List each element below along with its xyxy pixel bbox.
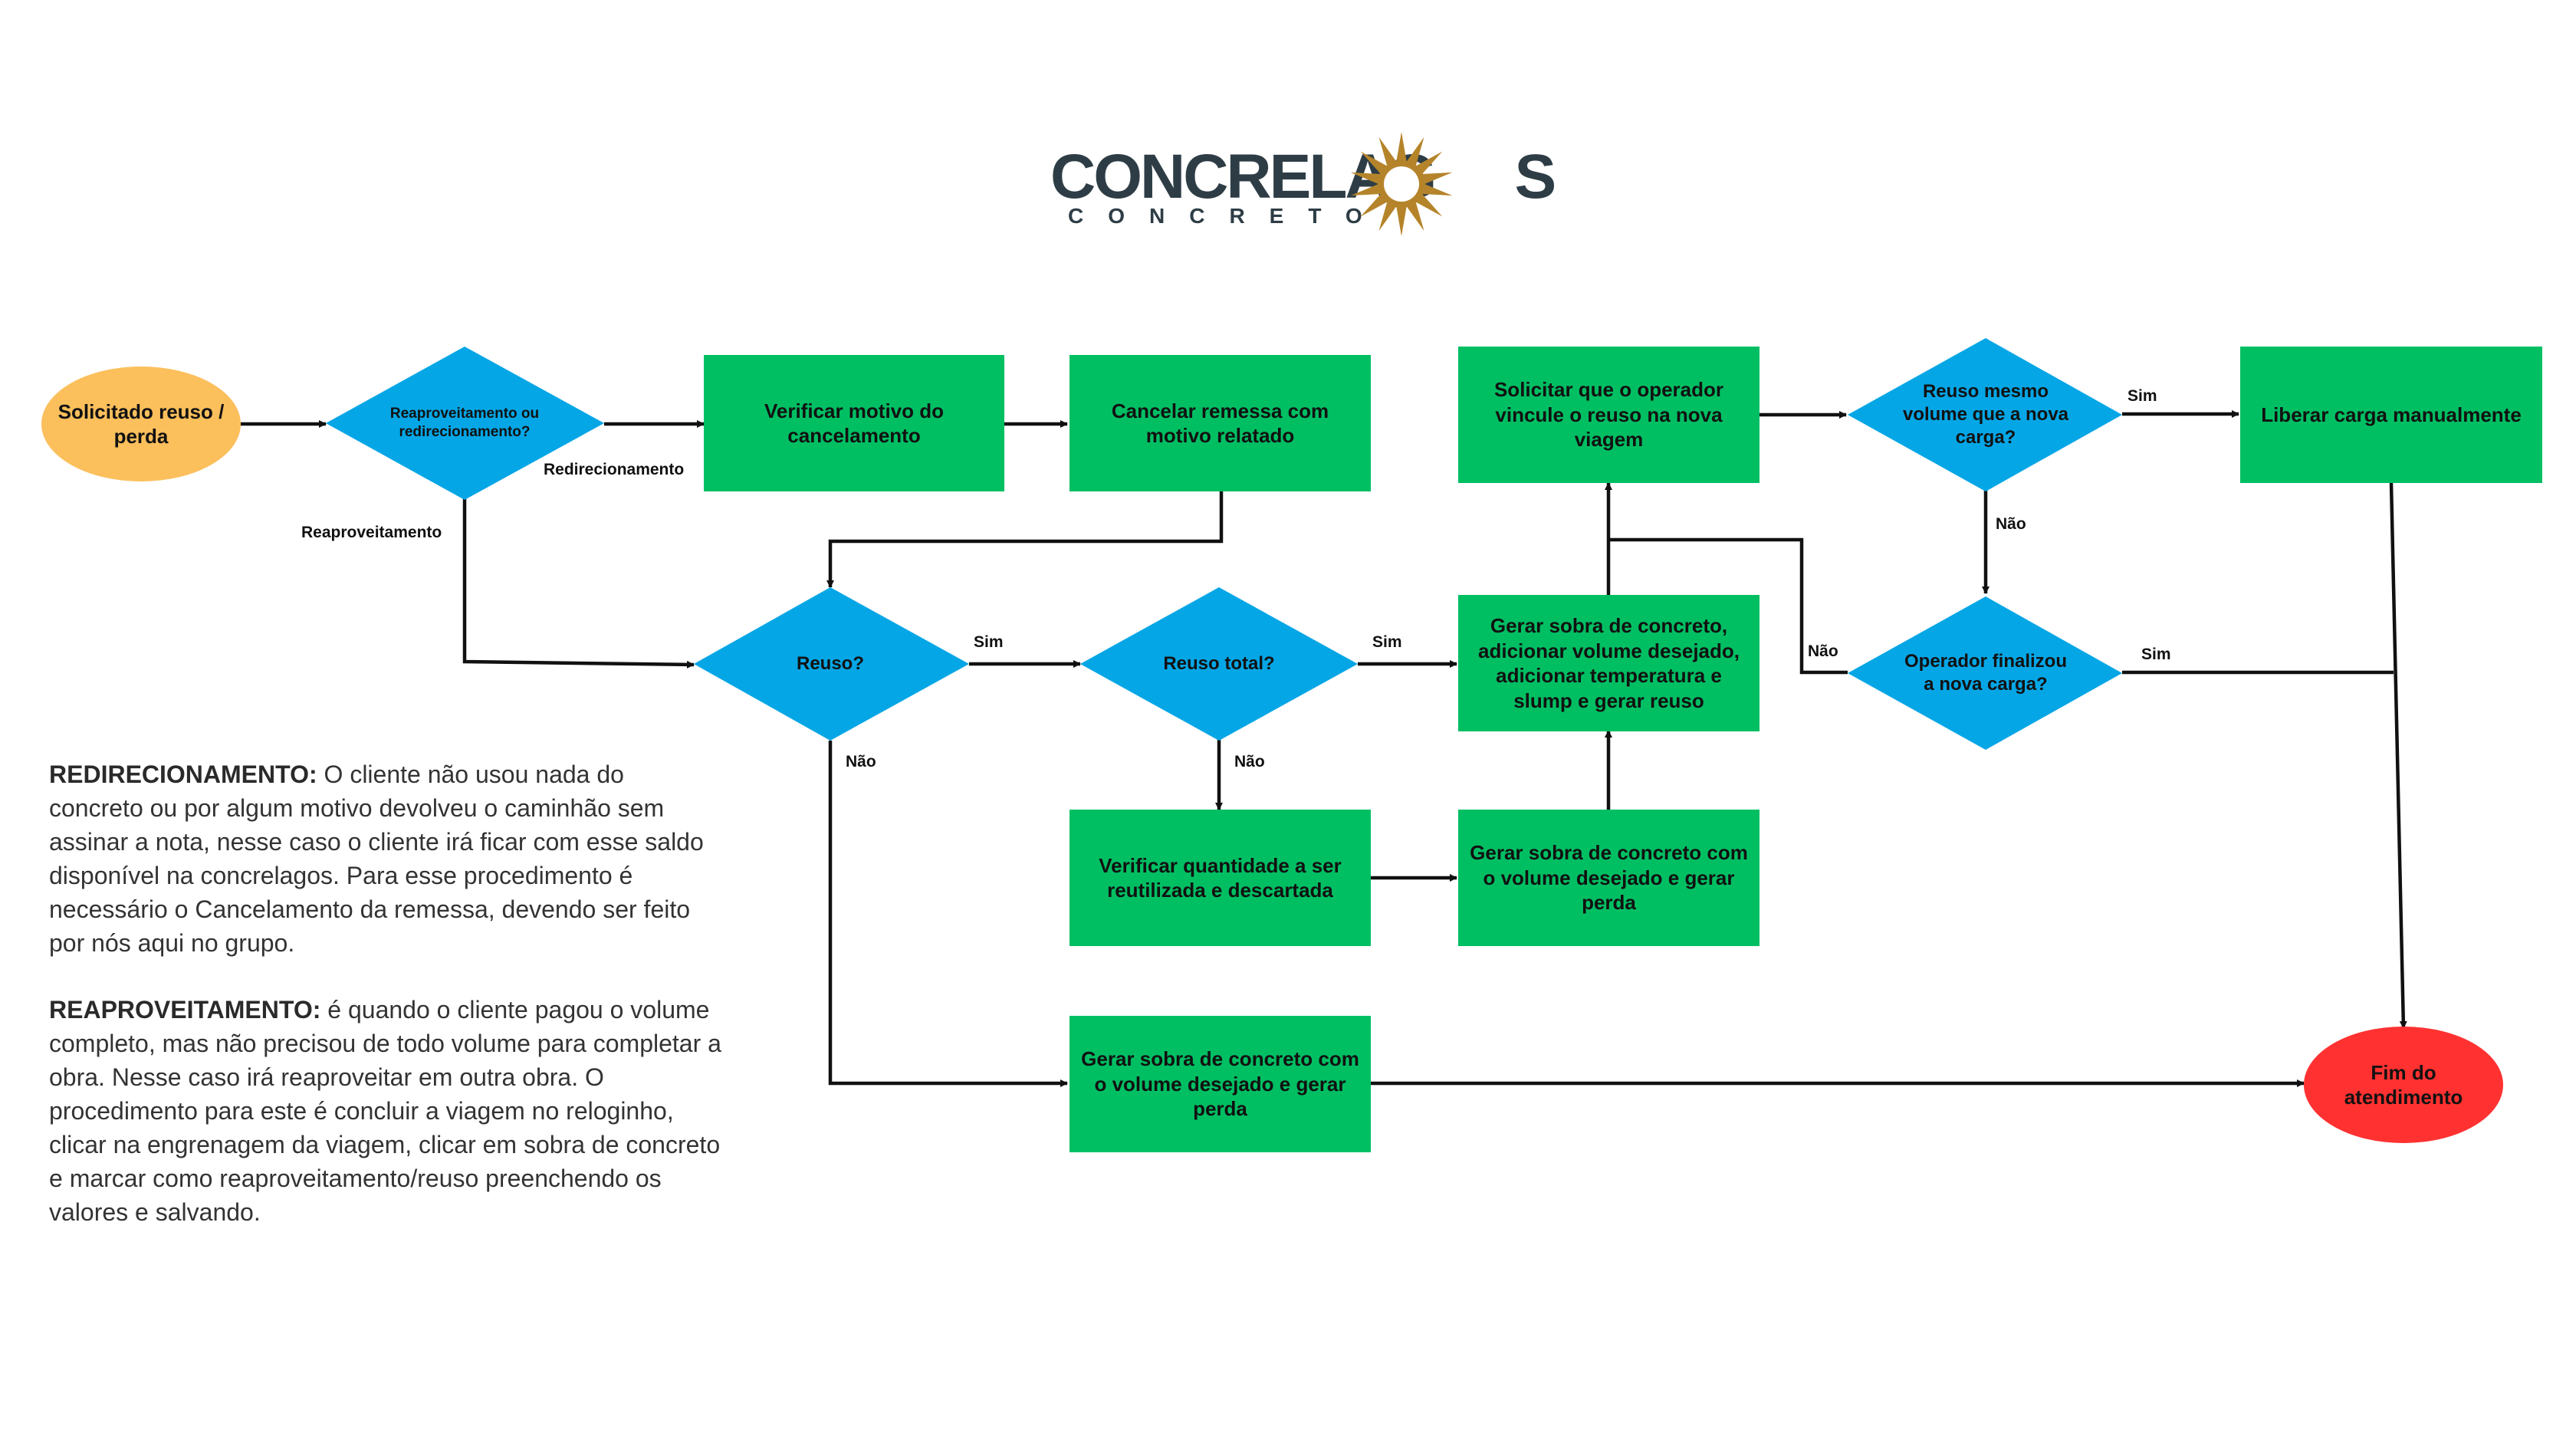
note-reaproveitamento: REAPROVEITAMENTO: é quando o cliente pag…	[49, 993, 724, 1229]
process-verificar-motivo-label: Verificar motivo do cancelamento	[764, 399, 945, 448]
edge-reaproveitamento-to-reuso	[462, 497, 695, 669]
decision-operador-finalizou-label: Operador finalizou a nova carga?	[1904, 651, 2067, 695]
edge-liberar-to-end	[2389, 482, 2407, 1029]
decision-reuso-total-label: Reuso total?	[1163, 653, 1275, 674]
decision-reuso-shape	[694, 587, 969, 741]
decision-reuso-total-shape	[1080, 587, 1358, 741]
edge-label-mesmo-nao: Não	[1996, 515, 2026, 533]
note-reaproveitamento-title: REAPROVEITAMENTO:	[49, 996, 321, 1024]
edge-label-reuso-nao: Não	[846, 753, 876, 770]
process-liberar-carga-shape	[2240, 347, 2542, 483]
start-ellipse	[41, 366, 241, 481]
start-label: Solicitado reuso / perda	[58, 399, 225, 449]
edge-label-redirecionamento: Redirecionamento	[544, 461, 685, 478]
note-reaproveitamento-text: é quando o cliente pagou o volume comple…	[49, 996, 721, 1226]
process-cancelar-remessa-shape	[1070, 355, 1371, 491]
note-redirecionamento-title: REDIRECIONAMENTO:	[49, 761, 317, 788]
edge-label-reuso-sim: Sim	[974, 633, 1004, 651]
edge-label-reaproveitamento: Reaproveitamento	[301, 524, 442, 541]
edge-cancelar-to-reuso	[826, 491, 1224, 588]
process-gerar-perda-2-label: Gerar sobra de concreto com o volume des…	[1081, 1047, 1359, 1121]
edge-operador-nao-loop	[1608, 537, 1848, 675]
decision-reaproveitamento-shape	[326, 347, 604, 500]
edge-label-finalizou-sim: Sim	[2141, 646, 2171, 663]
process-solicitar-operador-shape	[1458, 347, 1760, 483]
process-verificar-quantidade-label: Verificar quantidade a ser reutilizada e…	[1099, 853, 1342, 902]
process-cancelar-remessa-label: Cancelar remessa com motivo relatado	[1111, 399, 1329, 448]
process-gerar-perda-1-label: Gerar sobra de concreto com o volume des…	[1470, 841, 1748, 915]
process-gerar-reuso-shape	[1458, 595, 1760, 731]
process-solicitar-operador-label: Solicitar que o operador vincule o reuso…	[1493, 378, 1724, 452]
edge-label-total-nao: Não	[1234, 753, 1265, 770]
edge-reuso-nao-to-gerar-perda	[828, 741, 1068, 1087]
decision-mesmo-volume-label: Reuso mesmo volume que a nova carga?	[1902, 381, 2069, 448]
sun-icon	[1350, 132, 1453, 236]
decision-operador-finalizou-shape	[1848, 596, 2122, 750]
end-label: Fim do atendimento	[2344, 1060, 2463, 1109]
process-gerar-perda-1-shape	[1458, 810, 1760, 946]
note-redirecionamento-text: O cliente não usou nada do concreto ou p…	[49, 761, 704, 957]
decision-mesmo-volume-shape	[1848, 338, 2122, 491]
decision-reuso-label: Reuso?	[796, 653, 864, 674]
edge-label-mesmo-sim: Sim	[2128, 387, 2157, 405]
process-verificar-motivo-shape	[704, 355, 1004, 491]
edge-label-finalizou-nao: Não	[1808, 642, 1838, 660]
decision-reaproveitamento-label: Reaproveitamento ou redirecionamento?	[389, 406, 540, 440]
process-gerar-reuso-label: Gerar sobra de concreto, adicionar volum…	[1478, 614, 1740, 712]
end-ellipse	[2304, 1027, 2503, 1143]
connectors	[241, 410, 2407, 1087]
process-verificar-quantidade-shape	[1070, 810, 1371, 946]
process-liberar-carga-label: Liberar carga manualmente	[2261, 402, 2522, 426]
process-gerar-perda-2-shape	[1070, 1016, 1371, 1152]
note-redirecionamento: REDIRECIONAMENTO: O cliente não usou nad…	[49, 757, 724, 960]
logo-subtitle: CONCRETO	[1068, 204, 1387, 228]
edge-label-total-sim: Sim	[1372, 633, 1402, 651]
